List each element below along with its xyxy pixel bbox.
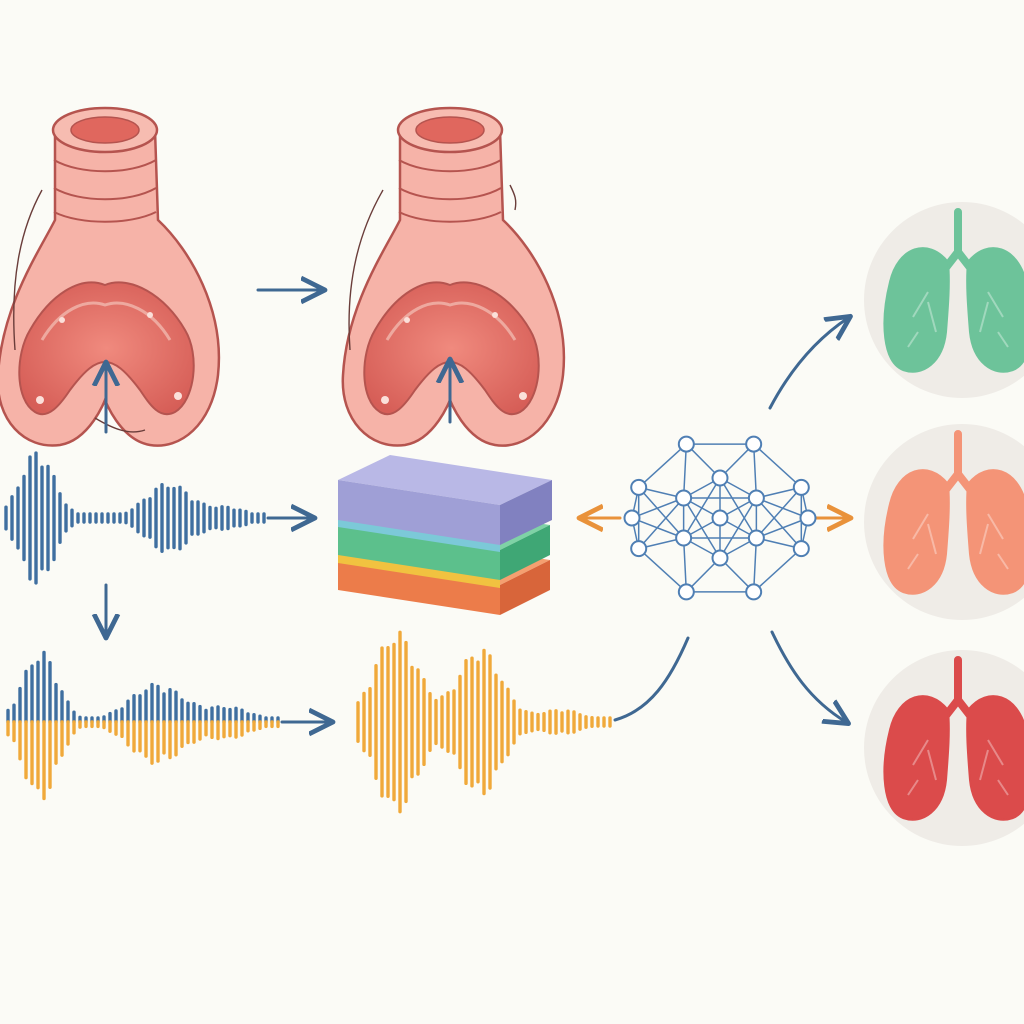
network-node (630, 540, 648, 558)
network-edge (638, 497, 685, 550)
lung-circle-bottom (864, 650, 1024, 846)
network-edge (638, 548, 687, 593)
network-node (623, 509, 641, 527)
network-node (745, 583, 763, 601)
arrow-network-to-lung-bottom (770, 630, 846, 722)
network-node (711, 549, 729, 567)
airway-tissue-icon (0, 106, 221, 448)
lung-circle-top (864, 202, 1024, 398)
sound-wave-icon-output (356, 630, 612, 814)
network-node (747, 529, 765, 547)
network-node (747, 489, 765, 507)
network-edge (755, 486, 802, 539)
network-node (711, 469, 729, 487)
neural-network-icon (623, 435, 817, 601)
network-edge (638, 443, 687, 488)
network-edge (753, 548, 802, 593)
sound-wave-icon (4, 451, 266, 585)
network-edge (752, 444, 758, 499)
network-node (792, 478, 810, 496)
network-node (792, 540, 810, 558)
network-edge (755, 497, 802, 550)
network-node (711, 509, 729, 527)
network-edge (631, 497, 684, 519)
network-node (799, 509, 817, 527)
layer-stack-icon (338, 455, 552, 615)
network-node (675, 529, 693, 547)
arrow-network-to-lung-top (768, 318, 848, 410)
network-edge (756, 497, 809, 519)
lung-circle-middle (864, 424, 1024, 620)
network-edge (756, 517, 809, 539)
airway-tissue-icon-2 (341, 106, 566, 448)
network-edge (682, 444, 688, 499)
sound-wave-icon-mixed (6, 650, 280, 801)
network-edge (752, 537, 758, 592)
network-node (677, 583, 695, 601)
network-node (745, 435, 763, 453)
network-edge (631, 517, 684, 539)
network-node (630, 478, 648, 496)
network-edge (682, 537, 688, 592)
network-edge (638, 486, 685, 539)
network-node (677, 435, 695, 453)
network-edge (753, 443, 802, 488)
network-node (675, 489, 693, 507)
arrow-output-to-network (613, 636, 690, 722)
connector-arrows (106, 290, 848, 722)
